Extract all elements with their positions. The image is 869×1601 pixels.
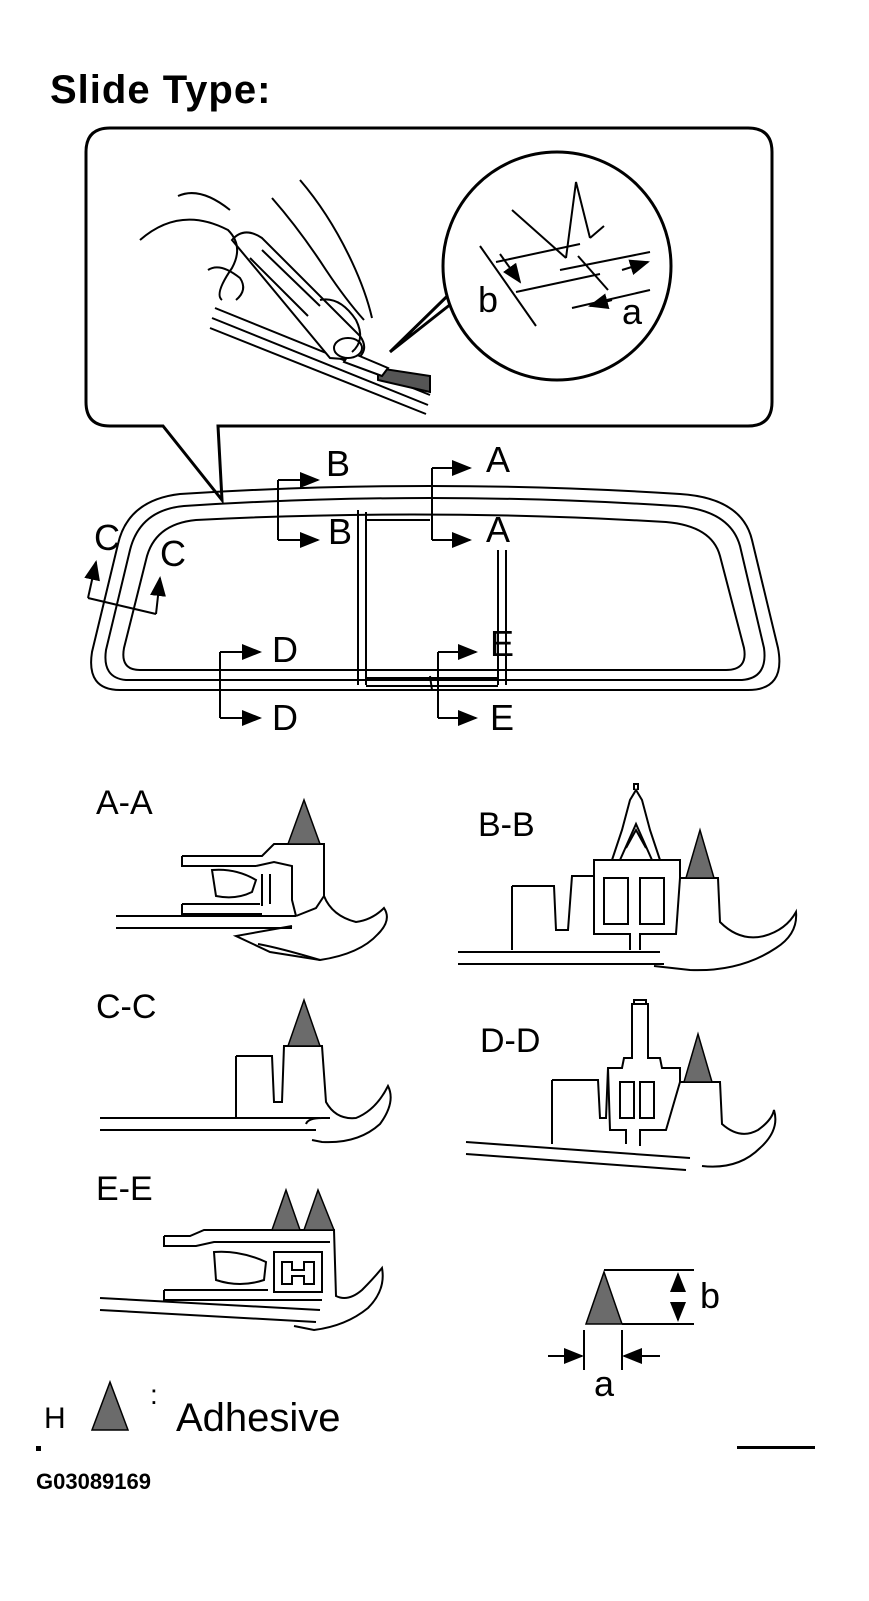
page-title: Slide Type:	[50, 68, 272, 112]
legend-prefix: H	[44, 1402, 66, 1435]
section-cc	[100, 1045, 392, 1144]
adhesive-legend-icon	[90, 1379, 130, 1431]
adhesive-bead-dd	[683, 1031, 713, 1083]
marker-d-bottom: D	[272, 697, 298, 738]
marker-b-bottom: B	[328, 511, 352, 552]
section-dd-label: D-D	[480, 1022, 540, 1060]
section-bb	[458, 783, 798, 972]
figure-id: G03089169	[36, 1469, 151, 1494]
marker-c-left: C	[94, 517, 120, 558]
marker-a-bottom: A	[486, 509, 510, 550]
marker-a-top: A	[486, 439, 510, 480]
bead-magnifier: b a	[388, 150, 673, 382]
corner-mark	[36, 1446, 41, 1451]
section-ee-label: E-E	[96, 1170, 153, 1208]
magnifier-label-b: b	[478, 279, 498, 320]
caulking-gun-illustration	[139, 179, 431, 415]
legend-label: Adhesive	[176, 1396, 341, 1440]
section-aa	[116, 843, 388, 962]
section-aa-label: A-A	[96, 784, 153, 822]
marker-e-bottom: E	[490, 697, 514, 738]
bead-label-b: b	[700, 1275, 720, 1316]
legend-colon: :	[150, 1379, 158, 1410]
bead-dimension-detail	[548, 1269, 694, 1370]
section-dd	[465, 999, 777, 1171]
adhesive-bead-bb	[685, 827, 715, 879]
bead-label-a: a	[594, 1363, 615, 1404]
adhesive-bead-aa	[286, 797, 322, 845]
adhesive-bead-cc	[286, 997, 322, 1047]
magnifier-label-a: a	[622, 291, 643, 332]
adhesive-bead-ee-2	[302, 1187, 336, 1231]
marker-b-top: B	[326, 443, 350, 484]
section-cc-label: C-C	[96, 988, 156, 1026]
section-markers	[84, 460, 478, 726]
adhesive-bead-ee-1	[270, 1187, 302, 1231]
marker-c-right: C	[160, 533, 186, 574]
section-bb-label: B-B	[478, 806, 535, 844]
separator-line	[737, 1446, 815, 1449]
marker-e-top: E	[490, 623, 514, 664]
marker-d-top: D	[272, 629, 298, 670]
rear-window-outline	[90, 485, 781, 691]
section-ee	[99, 1229, 384, 1332]
